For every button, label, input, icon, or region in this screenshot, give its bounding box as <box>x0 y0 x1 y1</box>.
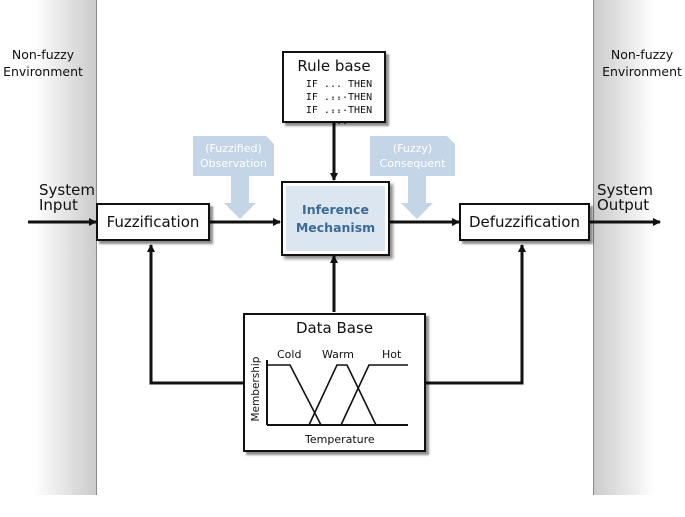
defuzzification-label: Defuzzification <box>468 213 581 231</box>
rule-base-title: Rule base <box>297 57 371 75</box>
consequent-callout-shape <box>370 136 455 219</box>
system-input-label: System Input <box>39 181 95 214</box>
fuzzification-label: Fuzzification <box>106 213 200 231</box>
rule-base-box: Rule base IF ... THEN ... IF ... THEN ..… <box>282 51 386 127</box>
defuzzification-box: Defuzzification <box>459 203 590 241</box>
membership-label-cold: Cold <box>277 348 302 361</box>
membership-label-warm: Warm <box>322 348 354 361</box>
observation-callout: (Fuzzified) Observation <box>200 142 267 170</box>
left-environment-boundary <box>96 0 97 495</box>
right-environment-shade <box>593 0 655 495</box>
data-base-to-fuzzification-arrow <box>147 244 243 385</box>
membership-label-hot: Hot <box>382 348 402 361</box>
inference-mechanism-label: Inference Mechanism <box>295 201 376 235</box>
rule-line: IF ... THEN ... <box>305 92 373 114</box>
right-environment-label: Non-fuzzy Environment <box>602 47 682 79</box>
observation-callout-shape <box>193 136 274 219</box>
hot-membership-curve <box>340 364 408 426</box>
data-base-title: Data Base <box>295 319 374 337</box>
right-environment-boundary <box>593 0 594 495</box>
left-environment-label: Non-fuzzy Environment <box>3 47 83 79</box>
left-environment-shade <box>34 0 96 495</box>
rule-line: IF ... THEN ... <box>305 105 373 127</box>
data-base-box: Data Base Cold Warm Hot Temperature Memb… <box>243 313 426 452</box>
rule-line: IF ... THEN ... <box>305 79 373 101</box>
warm-membership-curve <box>308 364 377 426</box>
system-output-label: System Output <box>597 181 653 214</box>
consequent-callout: (Fuzzy) Consequent <box>379 142 446 170</box>
inference-mechanism-box: Inference Mechanism <box>281 181 390 256</box>
cold-membership-curve <box>267 364 322 426</box>
temperature-axis-label: Temperature <box>305 433 375 446</box>
data-base-to-defuzzification-arrow <box>426 244 526 385</box>
fuzzification-box: Fuzzification <box>96 203 210 241</box>
membership-functions-plot <box>266 360 408 426</box>
